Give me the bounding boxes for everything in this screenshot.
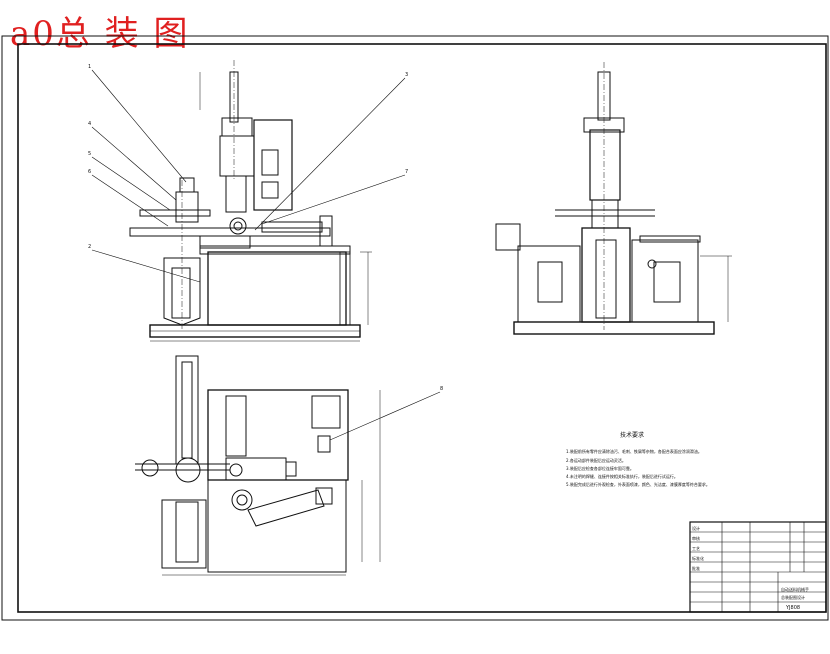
tech-req-line-4: 4.未注明的焊缝、连接件按相关标准执行，装配后进行试运行。 (566, 473, 678, 479)
drawing-name-1: 自动送料机械手 (781, 586, 809, 592)
callout-5: 5 (88, 151, 91, 157)
technical-requirements: 技术要求 1.装配前所有零件应清除油污、毛刺、铁屑等杂物，各配合表面应涂润滑油。… (566, 431, 710, 487)
tech-req-line-2: 2.各运动部件装配后应运动灵活。 (566, 457, 626, 463)
title-row-5: 批准 (692, 565, 700, 571)
leader-lines (91, 69, 441, 441)
callout-7: 7 (405, 169, 408, 175)
title-block-text: 设计 审核 工艺 标准化 批准 自动送料机械手 总装配图设计 YJ808 (692, 525, 809, 611)
callout-3: 3 (405, 72, 408, 78)
sheet-frame-outer (1, 35, 829, 621)
title-row-1: 设计 (692, 525, 700, 531)
title-block (689, 521, 827, 613)
drawing-name-2: 总装配图设计 (781, 594, 805, 600)
callout-4: 4 (88, 121, 91, 127)
sheet-frame-inner (17, 43, 827, 613)
front-view (129, 60, 372, 342)
drawing-code: YJ808 (785, 605, 800, 611)
title-row-2: 审核 (692, 535, 700, 541)
drawing-title: a0总 装 图 (10, 14, 190, 54)
callout-1: 1 (88, 64, 91, 70)
title-row-4: 标准化 (692, 555, 704, 561)
side-view (495, 62, 732, 335)
callout-6: 6 (88, 169, 91, 175)
callout-labels: 1 4 5 6 2 3 7 8 (88, 64, 443, 392)
tech-req-line-1: 1.装配前所有零件应清除油污、毛刺、铁屑等杂物，各配合表面应涂润滑油。 (566, 448, 702, 454)
tech-req-line-5: 5.装配完成后进行外观检查，外表面喷漆，颜色、光洁度、漆膜厚度等符合要求。 (566, 481, 710, 487)
title-row-3: 工艺 (692, 546, 700, 551)
callout-2: 2 (88, 244, 91, 250)
tech-req-heading: 技术要求 (620, 431, 644, 439)
callout-8: 8 (440, 386, 443, 392)
top-view (135, 355, 381, 576)
tech-req-line-3: 3.装配后应检查各部位连接牢固可靠。 (566, 465, 634, 471)
